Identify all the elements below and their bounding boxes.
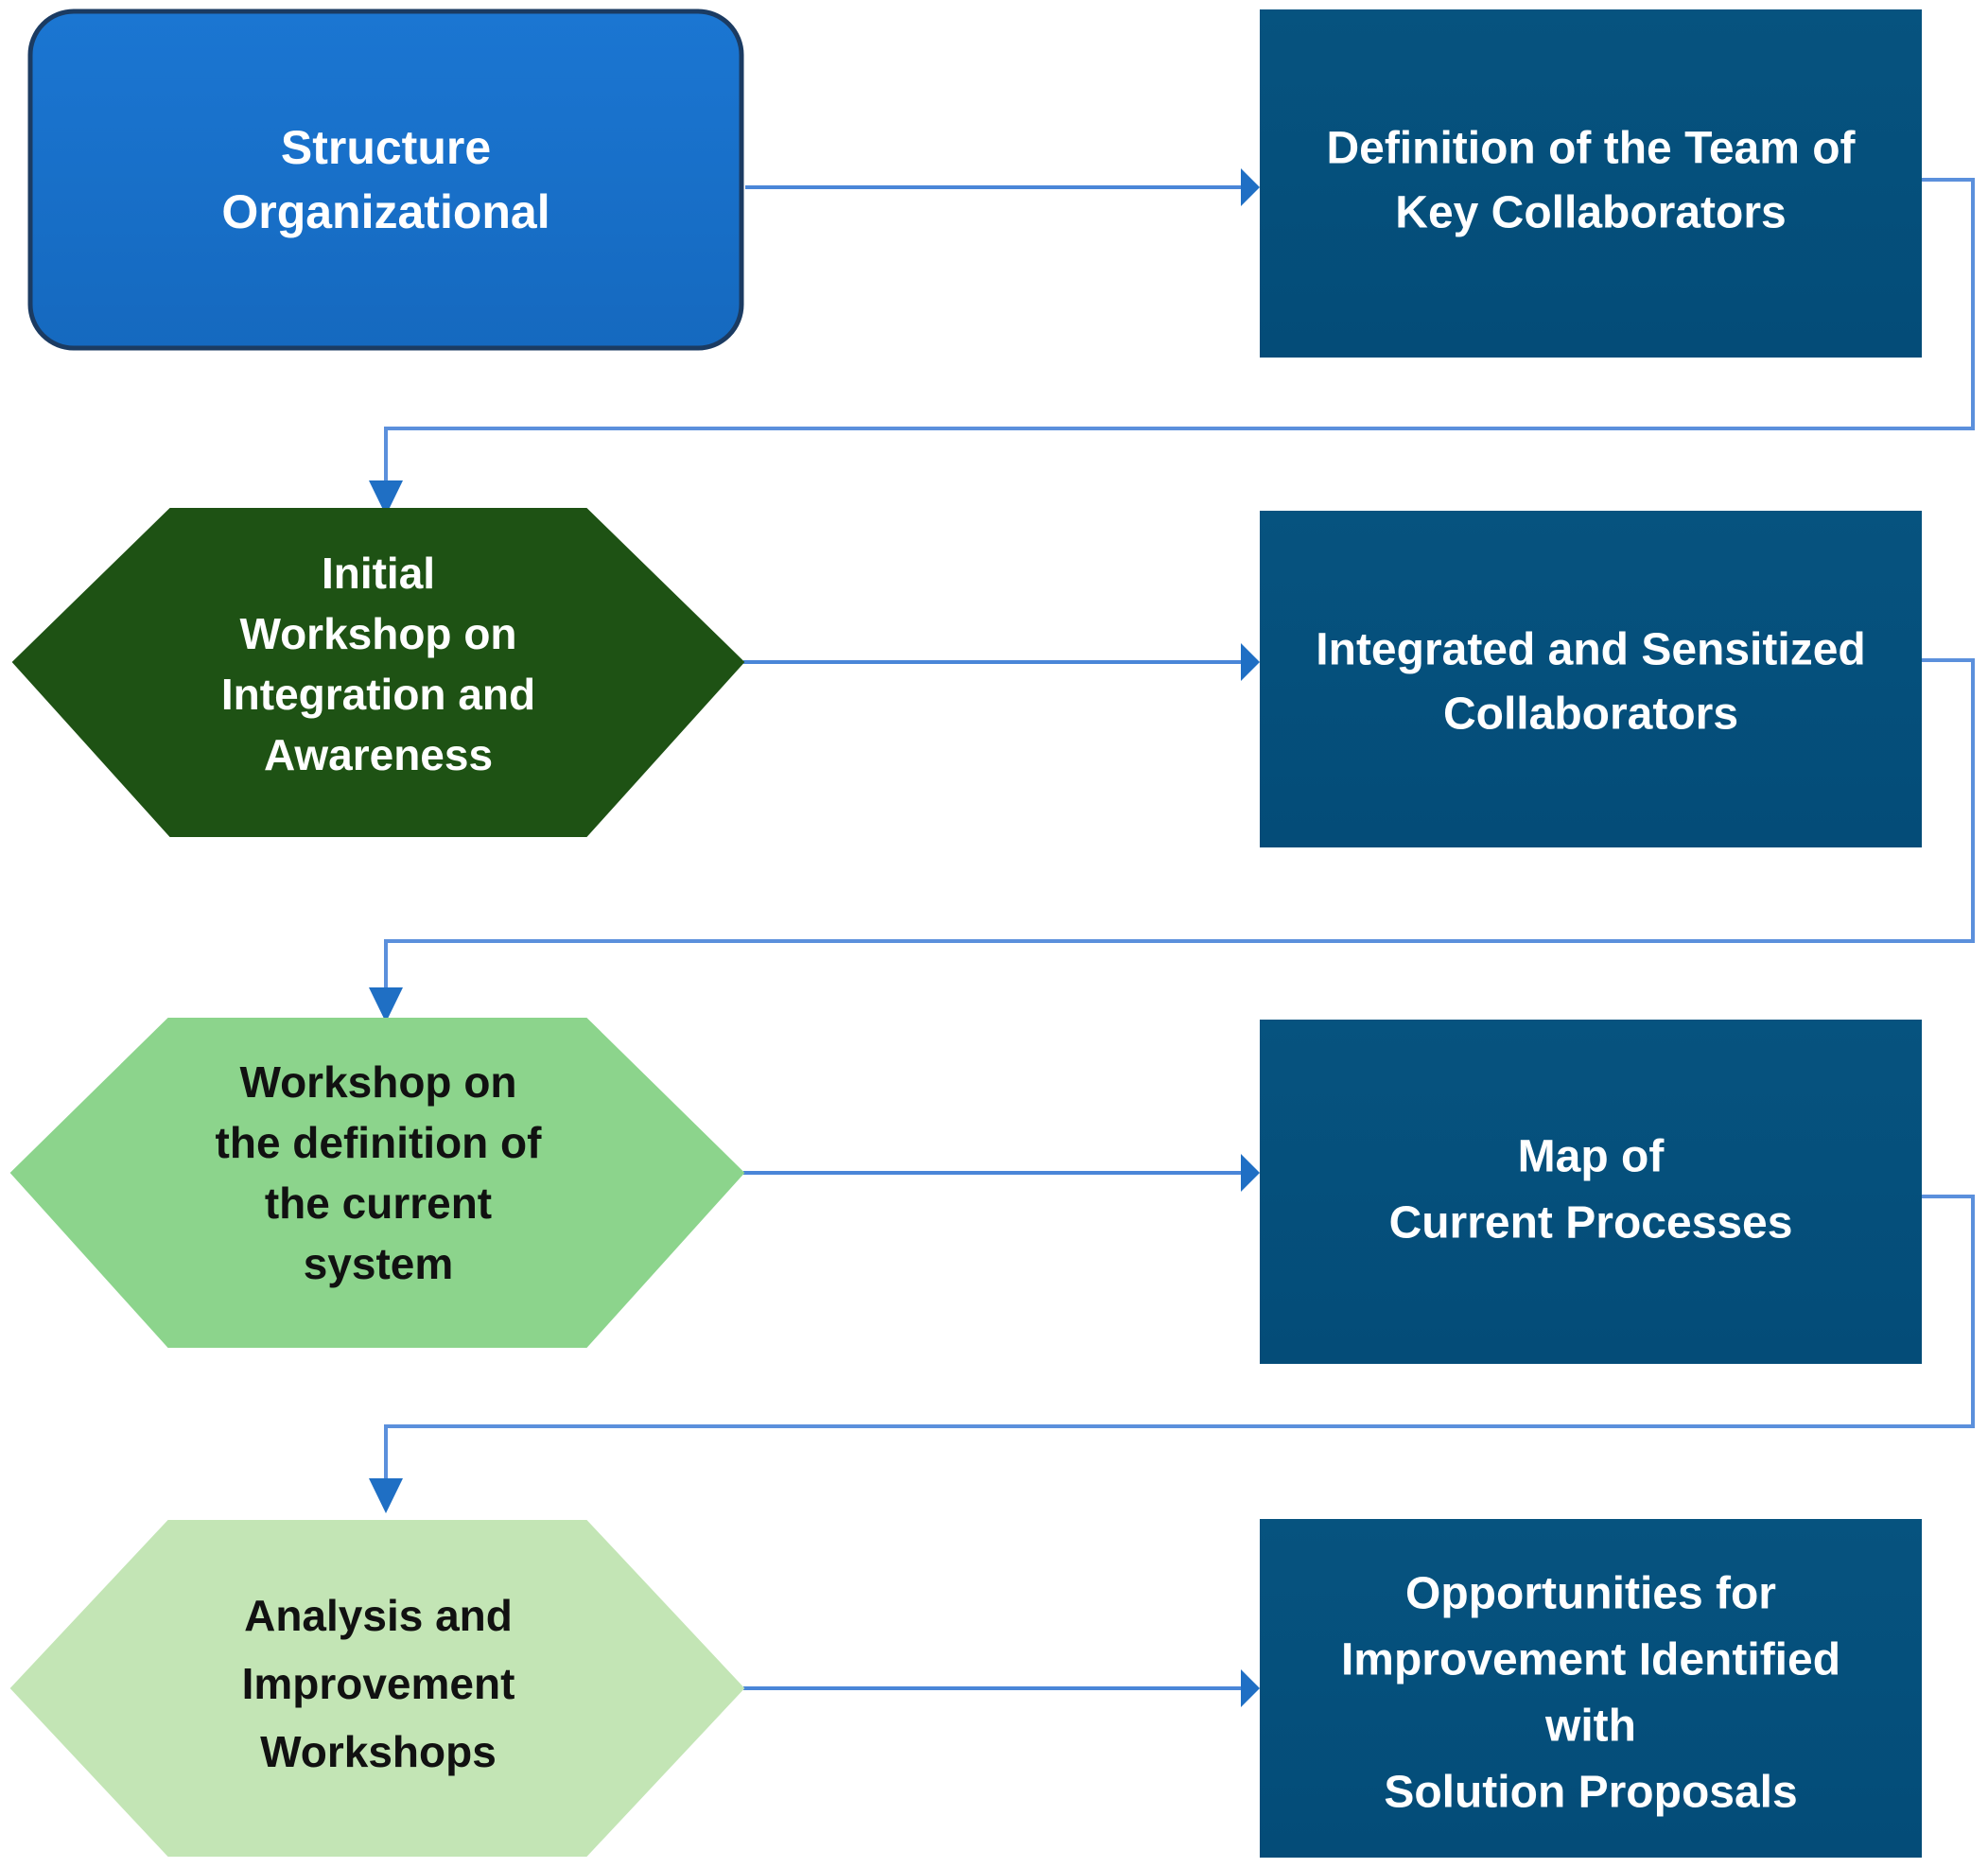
map-of-current-processes-line1: Map of [1518, 1132, 1665, 1182]
map-of-current-processes-shape[interactable] [1260, 1020, 1922, 1364]
initial-workshop-hexagon-shape[interactable] [11, 508, 745, 837]
analysis-improvement-hexagon-shape[interactable] [9, 1520, 745, 1857]
initial-workshop-line3: Integration and [221, 670, 535, 719]
analysis-improvement-line3: Workshops [260, 1727, 497, 1776]
opportunities-line4: Solution Proposals [1384, 1768, 1797, 1818]
structure-organizational-shape[interactable] [27, 9, 744, 351]
node-integrated-and-sensitized-collaborators[interactable]: Integrated and Sensitized Collaborators [1260, 511, 1922, 847]
workshop-definition-line3: the current [265, 1178, 492, 1228]
opportunities-line2: Improvement Identified [1341, 1635, 1840, 1685]
node-definition-of-team-of-key-collaborators[interactable]: Definition of the Team of Key Collaborat… [1260, 9, 1922, 358]
initial-workshop-line1: Initial [322, 549, 435, 598]
node-analysis-and-improvement-workshops[interactable]: Analysis and Improvement Workshops [9, 1520, 745, 1857]
integrated-and-sensitized-collaborators-shape[interactable] [1260, 511, 1922, 847]
analysis-improvement-line2: Improvement [242, 1659, 515, 1708]
workshop-definition-line2: the definition of [216, 1118, 543, 1167]
definition-of-team-of-key-collaborators-shape[interactable] [1260, 9, 1922, 358]
connector-row2-activity-to-output [743, 643, 1260, 681]
connector-row1-activity-to-output [745, 168, 1260, 206]
definition-of-team-line2: Key Collaborators [1395, 188, 1786, 238]
opportunities-for-improvement-shape[interactable] [1260, 1519, 1922, 1858]
analysis-improvement-line1: Analysis and [244, 1591, 513, 1640]
opportunities-line3: with [1544, 1702, 1636, 1752]
map-of-current-processes-line2: Current Processes [1389, 1198, 1793, 1248]
workshop-definition-line1: Workshop on [239, 1057, 516, 1107]
node-opportunities-for-improvement-identified-with-solution-proposals[interactable]: Opportunities for Improvement Identified… [1260, 1519, 1922, 1858]
structure-organizational-line2: Organizational [221, 185, 549, 238]
integrated-collaborators-line2: Collaborators [1443, 690, 1738, 740]
node-workshop-on-the-definition-of-the-current-system[interactable]: Workshop on the definition of the curren… [9, 1018, 745, 1348]
initial-workshop-line2: Workshop on [239, 609, 516, 658]
workshop-definition-line4: system [304, 1239, 454, 1288]
node-initial-workshop-on-integration-and-awareness[interactable]: Initial Workshop on Integration and Awar… [11, 508, 745, 837]
structure-organizational-line1: Structure [281, 121, 491, 174]
integrated-collaborators-line1: Integrated and Sensitized [1316, 625, 1865, 675]
connector-row3-activity-to-output [743, 1154, 1260, 1192]
node-map-of-current-processes[interactable]: Map of Current Processes [1260, 1020, 1922, 1364]
workshop-definition-hexagon-shape[interactable] [9, 1018, 745, 1348]
connector-row4-activity-to-output [743, 1669, 1260, 1707]
definition-of-team-line1: Definition of the Team of [1326, 124, 1856, 174]
connector-row2-output-to-row3-activity [369, 658, 1975, 1022]
connector-row1-output-to-row2-activity [369, 178, 1975, 515]
opportunities-line1: Opportunities for [1405, 1569, 1776, 1619]
connector-row3-output-to-row4-activity [369, 1195, 1975, 1513]
initial-workshop-line4: Awareness [264, 730, 493, 779]
node-structure-organizational[interactable]: Structure Organizational [27, 9, 744, 351]
